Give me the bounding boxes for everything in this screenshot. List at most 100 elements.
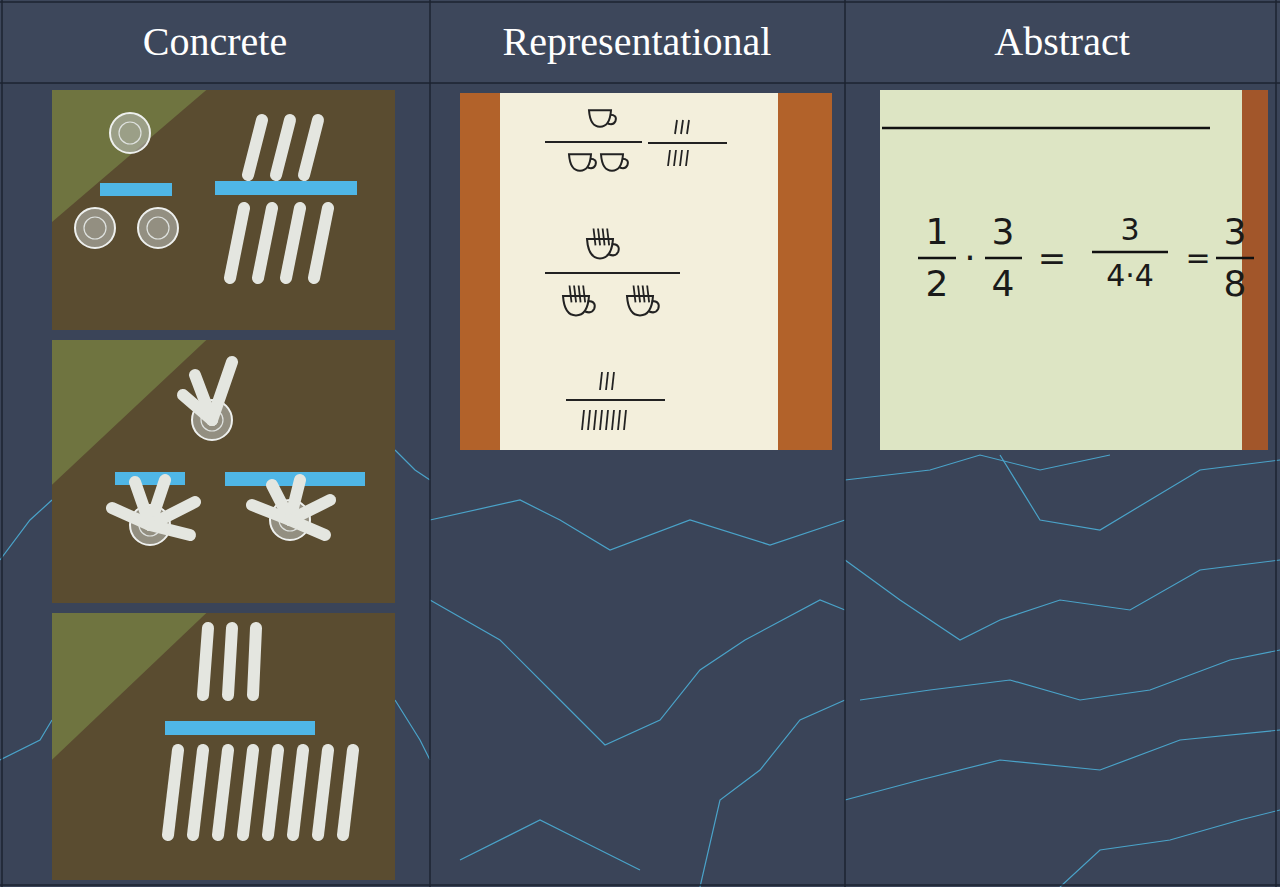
tally-mark bbox=[612, 372, 614, 390]
tally-mark bbox=[600, 372, 602, 390]
photo bbox=[52, 90, 395, 330]
plastic-cup bbox=[138, 208, 178, 248]
photo-ground bbox=[52, 90, 395, 330]
craft-stick bbox=[150, 525, 190, 535]
tally-mark bbox=[680, 150, 682, 166]
craft-stick bbox=[253, 628, 256, 695]
contour-line bbox=[860, 650, 1280, 700]
craft-stick bbox=[168, 750, 178, 835]
contour-line bbox=[845, 560, 1280, 640]
drawn-cup-handle bbox=[649, 301, 659, 312]
contour-line bbox=[395, 450, 430, 480]
craft-stick bbox=[343, 750, 353, 835]
grid-line bbox=[0, 1, 1280, 3]
grid-line bbox=[1275, 0, 1277, 887]
denominator: 2 bbox=[926, 266, 949, 302]
column-header: Abstract bbox=[994, 22, 1130, 62]
photo bbox=[52, 613, 395, 880]
craft-stick bbox=[304, 120, 318, 175]
tally-mark bbox=[674, 150, 676, 166]
tally-mark bbox=[598, 229, 600, 246]
craft-stick bbox=[258, 208, 272, 278]
plastic-cup bbox=[75, 208, 115, 248]
tally-mark bbox=[594, 229, 596, 246]
drawn-cup-handle bbox=[585, 301, 595, 312]
photo-ground bbox=[52, 613, 395, 880]
contour-line bbox=[0, 720, 52, 760]
denominator: 4·4 bbox=[1106, 261, 1154, 291]
fraction-bar-tape bbox=[100, 183, 172, 196]
contour-line bbox=[845, 455, 1110, 480]
drawn-rule bbox=[882, 127, 1210, 130]
grid-line bbox=[844, 0, 846, 887]
fraction-bar bbox=[918, 257, 956, 260]
contour-line bbox=[430, 600, 845, 745]
contour-line bbox=[460, 820, 640, 870]
tally-mark bbox=[618, 410, 620, 430]
operator: = bbox=[1185, 243, 1210, 273]
craft-stick bbox=[268, 750, 278, 835]
tally-mark bbox=[643, 286, 645, 303]
fraction-bar-tape bbox=[115, 472, 185, 485]
tally-mark bbox=[687, 120, 689, 134]
column-header: Representational bbox=[503, 22, 772, 62]
column-header: Concrete bbox=[143, 22, 287, 62]
tally-mark bbox=[681, 120, 683, 134]
tally-mark bbox=[606, 372, 608, 390]
photo-ground bbox=[52, 340, 395, 603]
contour-line bbox=[1060, 810, 1280, 887]
drawn-cup-handle bbox=[588, 159, 596, 169]
drawn-cup-handle bbox=[608, 115, 616, 125]
contour-line bbox=[430, 500, 845, 550]
numerator: 3 bbox=[1224, 214, 1247, 250]
drawn-cup-handle bbox=[620, 159, 628, 169]
tally-mark bbox=[582, 410, 584, 430]
tally-mark bbox=[606, 410, 608, 430]
plastic-cup bbox=[110, 113, 150, 153]
contour-line bbox=[700, 700, 845, 887]
craft-stick bbox=[228, 628, 232, 695]
drawn-fraction-line bbox=[648, 142, 727, 144]
photo-table-edge bbox=[52, 90, 206, 222]
fraction-bar bbox=[985, 257, 1022, 260]
craft-stick bbox=[276, 120, 290, 175]
photo bbox=[460, 93, 832, 450]
grid-line bbox=[0, 82, 1280, 84]
photo-table-edge bbox=[52, 613, 206, 760]
craft-stick bbox=[230, 208, 244, 278]
grid-line bbox=[0, 884, 1280, 886]
craft-stick bbox=[314, 208, 328, 278]
fraction-bar bbox=[1216, 257, 1254, 260]
tally-mark bbox=[647, 286, 649, 303]
craft-stick bbox=[318, 750, 328, 835]
craft-stick bbox=[293, 750, 303, 835]
tally-mark bbox=[638, 286, 640, 303]
numerator: 3 bbox=[992, 214, 1015, 250]
drawn-cup-handle bbox=[609, 244, 619, 255]
plastic-cup-base bbox=[147, 217, 169, 239]
denominator: 8 bbox=[1224, 266, 1247, 302]
tally-mark bbox=[603, 229, 605, 246]
tally-mark bbox=[675, 120, 677, 134]
numerator: 3 bbox=[1120, 215, 1139, 245]
craft-stick bbox=[243, 750, 253, 835]
denominator: 4 bbox=[992, 266, 1015, 302]
paper-sheet bbox=[500, 93, 778, 450]
contour-line bbox=[0, 500, 52, 560]
contour-line bbox=[845, 730, 1280, 800]
tally-mark bbox=[600, 410, 602, 430]
board bbox=[880, 90, 1268, 450]
grid-line bbox=[1, 0, 3, 887]
plastic-cup-base bbox=[84, 217, 106, 239]
drawn-fraction-line bbox=[545, 272, 680, 274]
numerator: 1 bbox=[926, 214, 949, 250]
tally-mark bbox=[594, 410, 596, 430]
drawn-fraction-line bbox=[566, 399, 665, 401]
craft-stick bbox=[193, 750, 203, 835]
photo-table-edge bbox=[52, 340, 206, 485]
header-band bbox=[0, 0, 1280, 83]
craft-stick bbox=[183, 395, 212, 420]
